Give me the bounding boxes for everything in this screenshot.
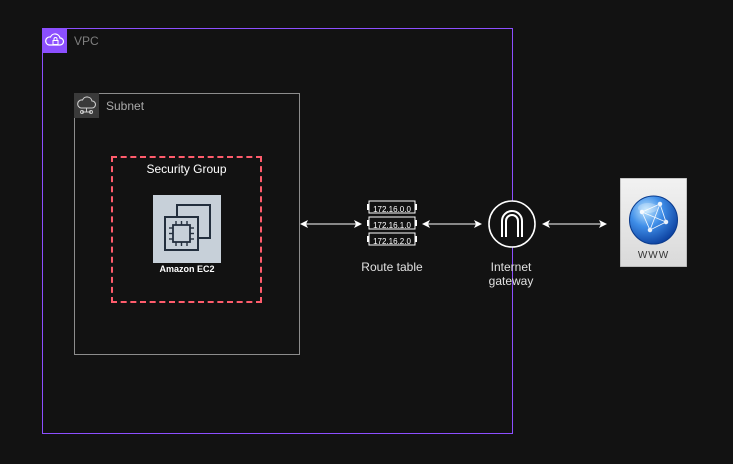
subnet-label: Subnet <box>106 99 145 113</box>
vpc-label: VPC <box>74 34 99 48</box>
ec2-chip-icon <box>153 195 221 263</box>
vpc-cloud-lock-icon <box>42 28 67 53</box>
www-label: WWW <box>637 250 670 261</box>
ec2-label: Amazon EC2 <box>159 264 215 274</box>
subnet-container <box>74 93 300 355</box>
route-table-entry: 172.16.1.0 <box>373 221 411 230</box>
route-table-entry: 172.16.0.0 <box>373 205 411 214</box>
internet-gateway-label-line1: Internet <box>490 260 532 274</box>
subnet-cloud-icon <box>74 93 99 118</box>
internet-gateway-icon <box>486 199 538 256</box>
internet-gateway-label: Internet gateway <box>478 260 544 288</box>
internet-gateway-label-line2: gateway <box>488 274 534 288</box>
route-table-icon <box>367 199 417 254</box>
route-table-label: Route table <box>361 260 423 274</box>
www-globe-card: WWW <box>619 177 688 268</box>
route-table-entries: 172.16.0.0 172.16.1.0 172.16.2.0 <box>369 202 415 250</box>
security-group-container <box>111 156 262 303</box>
route-table-entry: 172.16.2.0 <box>373 237 411 246</box>
security-group-label: Security Group <box>146 162 227 176</box>
